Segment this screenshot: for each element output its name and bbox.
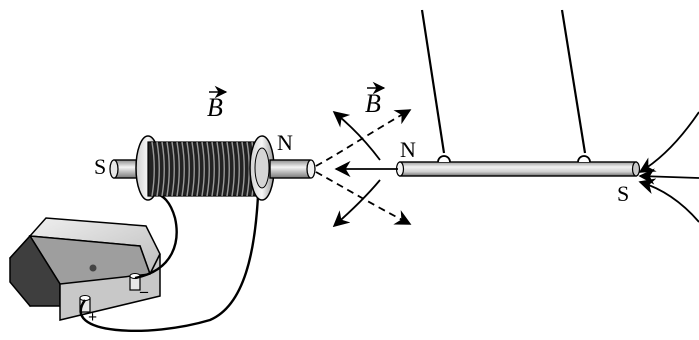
coil-winding [221,141,225,197]
rod-right-pole-label: S [617,181,629,206]
battery-terminal-positive: + [79,295,97,326]
coil-winding [191,141,195,197]
coil-winding [166,141,170,197]
external-field-lines [638,111,699,223]
coil-winding [241,141,245,197]
coil-winding [161,141,165,197]
coil-winding [216,141,220,197]
solenoid-field-label: B [207,85,228,122]
coil-winding [181,141,185,197]
solenoid-field-symbol: B [207,93,223,122]
coil-winding [206,141,210,197]
repulsion-field-lines [315,109,412,228]
coil-winding [156,141,160,197]
solenoid-left-pole-label: S [94,154,106,179]
coil-winding [151,141,155,197]
coil-winding [236,141,240,197]
suspension-thread-right [560,9,587,154]
coil-winding [196,141,200,197]
battery-minus-label: – [139,283,149,300]
solenoid-right-pole-label: N [277,130,293,155]
coil-winding [226,141,230,197]
coil-winding [171,141,175,197]
coil-winding [231,141,235,197]
external-field-symbol: B [365,89,381,118]
coil-winding [246,141,250,197]
wires [79,192,260,332]
external-field-label: B [365,81,386,118]
solenoid-core-right [269,159,316,179]
coil-winding [201,141,205,197]
coil-winding [186,141,190,197]
rod-left-pole-label: N [400,137,416,162]
rod-hook-left [437,155,451,163]
suspension-thread-left [420,9,446,154]
rod-hook-right [577,155,591,163]
coil-winding [211,141,215,197]
battery-plus-label: + [88,309,97,326]
battery-indicator-dot [89,264,97,272]
coil-winding [176,141,180,197]
solenoid-coil [135,135,275,201]
magnetic-rod [395,155,641,177]
